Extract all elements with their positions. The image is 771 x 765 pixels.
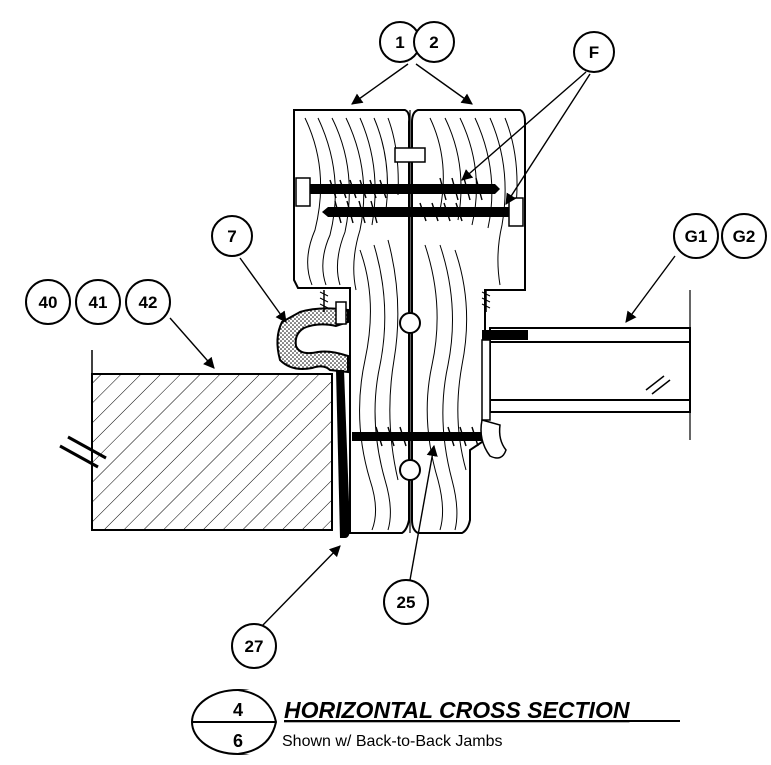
svg-text:41: 41 — [89, 293, 108, 312]
svg-text:7: 7 — [227, 227, 236, 246]
frame-break-mark — [645, 375, 671, 395]
callout-40: 40 — [25, 279, 71, 325]
callout-41: 41 — [75, 279, 121, 325]
callout-42: 42 — [125, 279, 171, 325]
callout-2: 2 — [413, 21, 455, 63]
callout-g2: G2 — [721, 213, 767, 259]
sheet-number: 6 — [233, 731, 243, 751]
center-split — [394, 110, 426, 533]
svg-text:27: 27 — [245, 637, 264, 656]
callout-g1: G1 — [673, 213, 719, 259]
section-title: HORIZONTAL CROSS SECTION — [284, 697, 630, 723]
section-subtitle: Shown w/ Back-to-Back Jambs — [282, 733, 503, 750]
callout-27: 27 — [231, 623, 277, 669]
steel-frame — [480, 290, 691, 459]
svg-text:25: 25 — [397, 593, 416, 612]
trim-27 — [336, 370, 350, 538]
detail-title-block: 4 6 HORIZONTAL CROSS SECTION Shown w/ Ba… — [191, 689, 680, 755]
svg-text:42: 42 — [139, 293, 158, 312]
svg-text:G1: G1 — [685, 227, 708, 246]
gasket-7 — [276, 290, 349, 374]
screw-lower — [322, 197, 524, 227]
detail-number: 4 — [233, 700, 243, 720]
screw-25 — [352, 426, 494, 447]
callout-7: 7 — [211, 215, 253, 257]
svg-text:F: F — [589, 43, 599, 62]
svg-text:G2: G2 — [733, 227, 756, 246]
leader-lines — [169, 63, 676, 627]
callout-25: 25 — [383, 579, 429, 625]
screw-upper — [295, 177, 500, 207]
svg-text:40: 40 — [39, 293, 58, 312]
svg-text:1: 1 — [395, 33, 404, 52]
wall-block — [59, 350, 333, 531]
callout-f: F — [573, 31, 615, 73]
svg-text:2: 2 — [429, 33, 438, 52]
wall-break-mark — [59, 435, 107, 469]
